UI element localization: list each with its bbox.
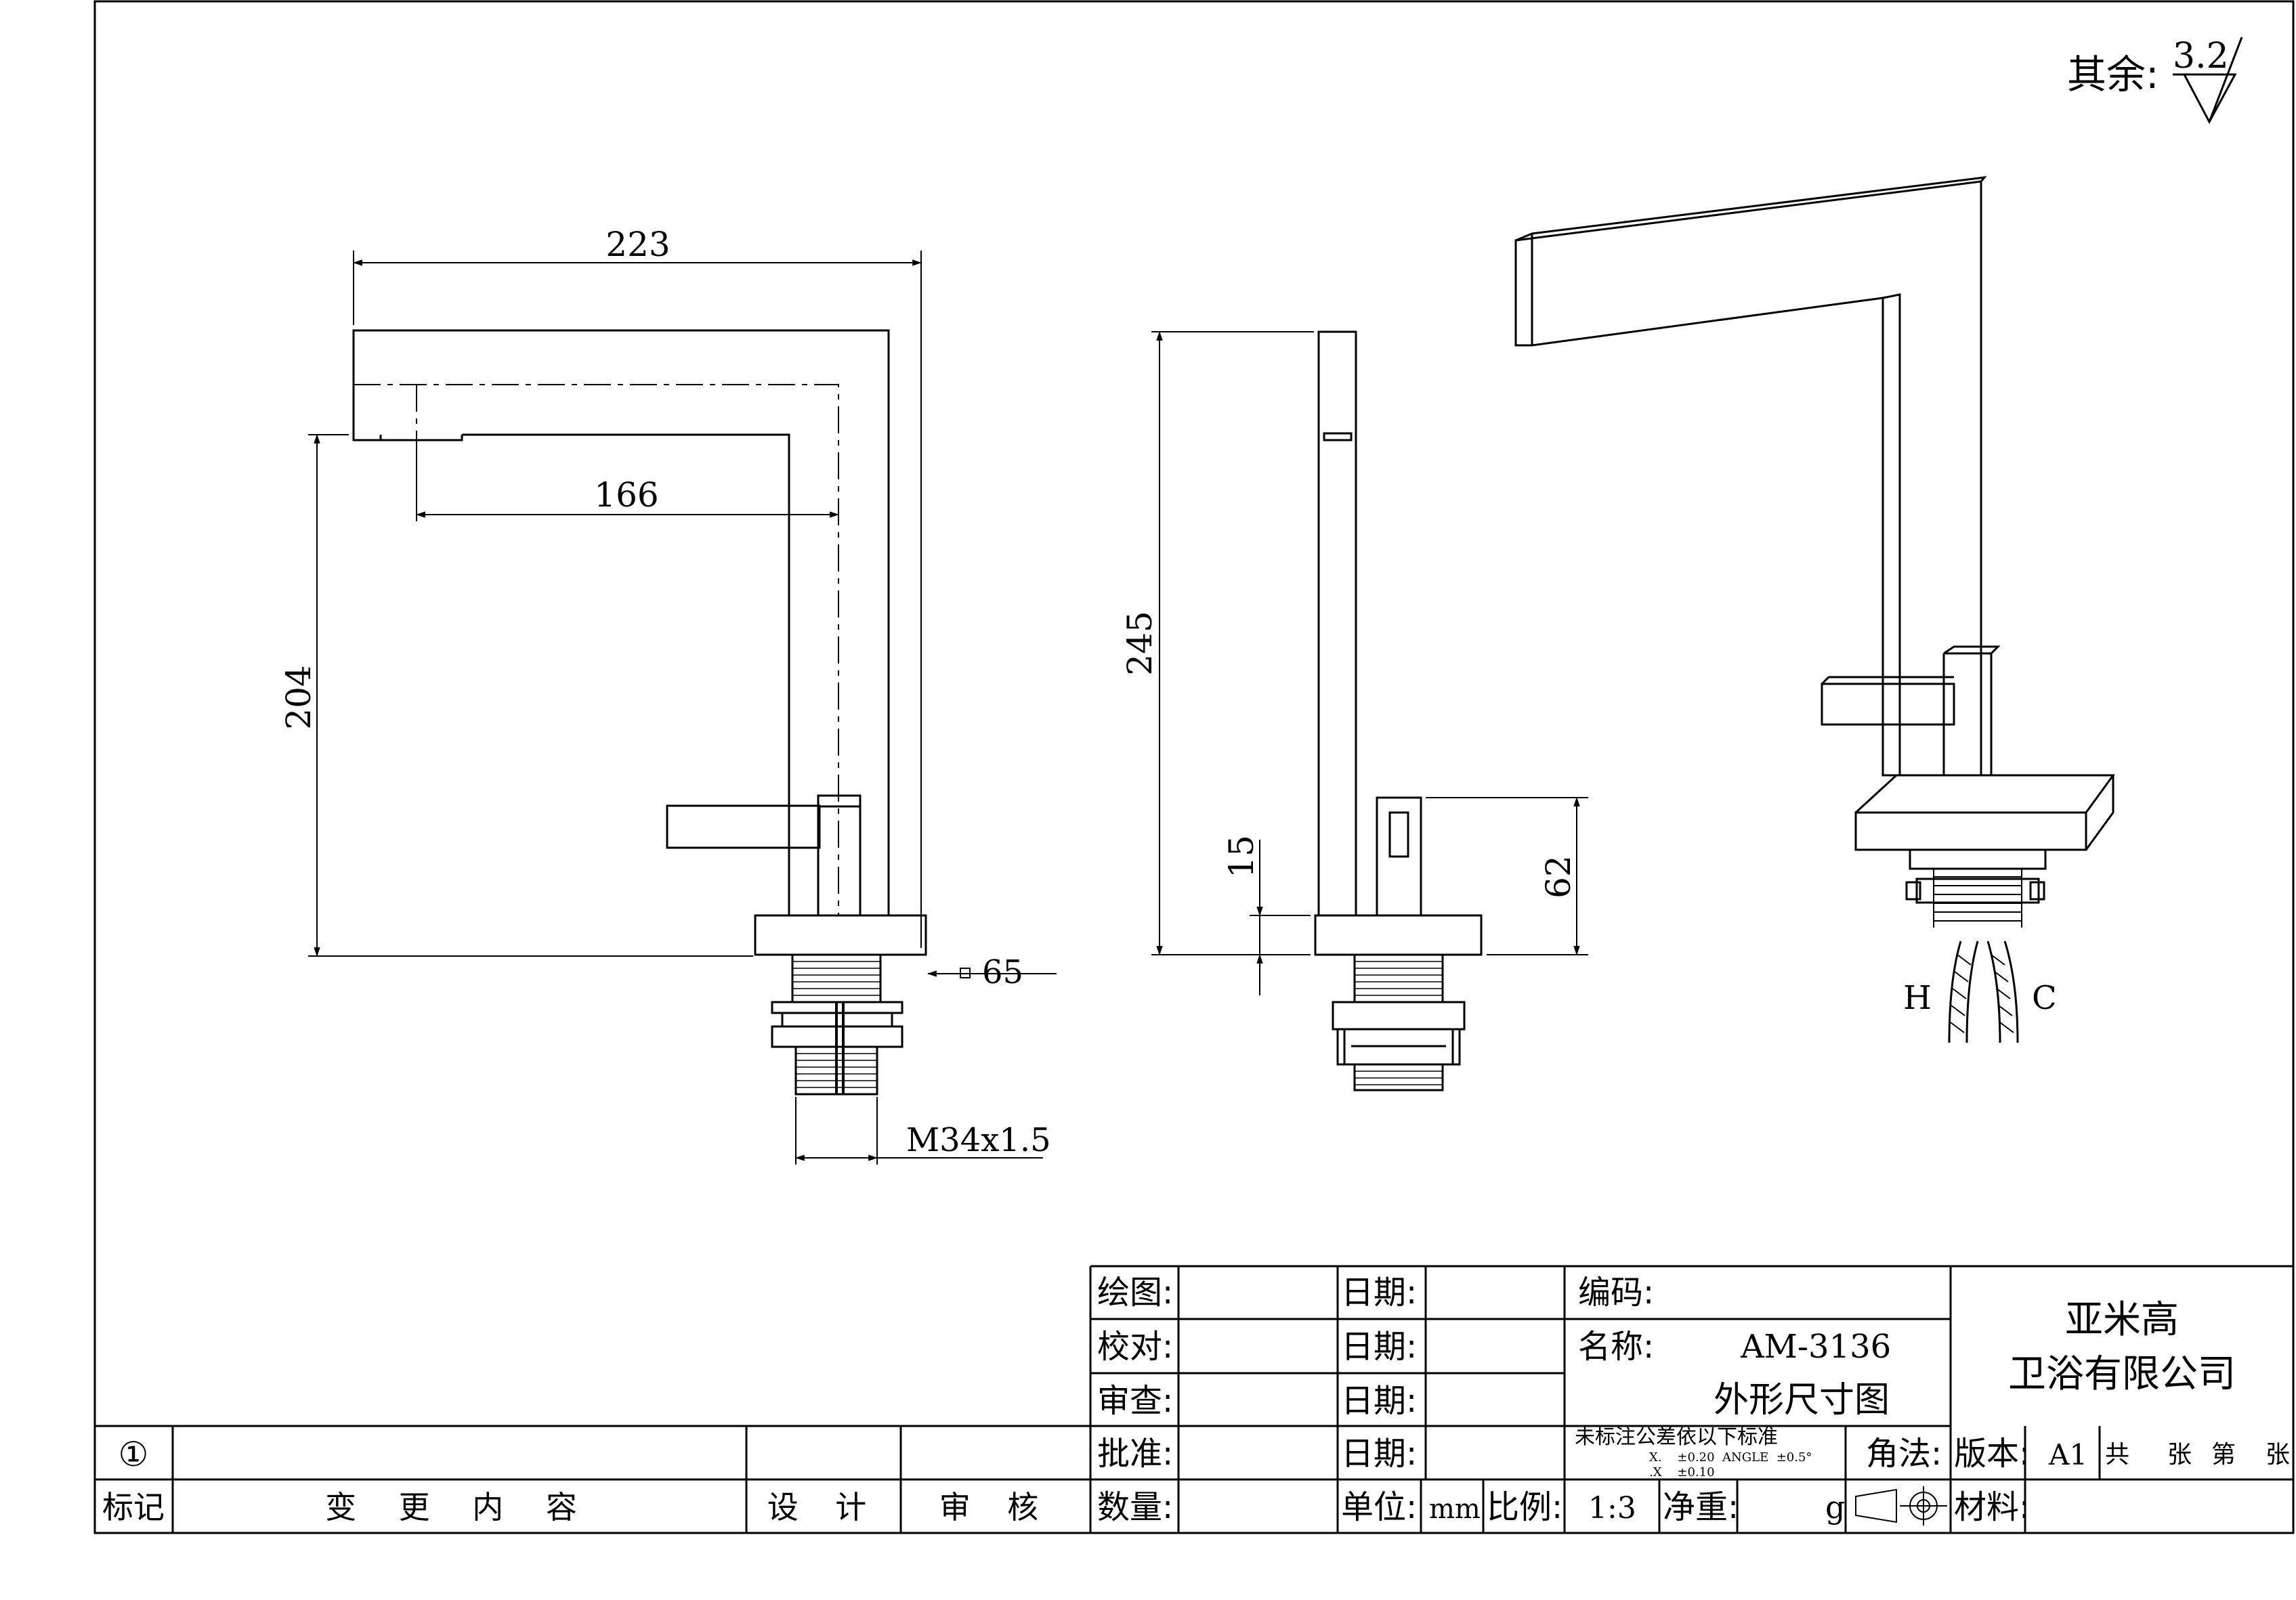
title-block-grid	[95, 1265, 2293, 1533]
side-handle-slot	[1388, 811, 1409, 858]
iso-thread	[1933, 869, 2022, 928]
iso-spout-side	[1882, 293, 1901, 775]
side-thread-lower	[1353, 1063, 1444, 1091]
iso-handle-lever	[1821, 676, 1955, 726]
revision-mark-symbol: ①	[119, 1435, 149, 1474]
iso-base	[1854, 774, 2115, 851]
iso-nut-lower	[1915, 878, 2040, 904]
iso-handle-body	[1942, 645, 2001, 775]
iso-nut-side-right	[2029, 881, 2045, 901]
hose-label-cold: C	[2032, 979, 2057, 1017]
label-version: 版本:	[1954, 1435, 2030, 1473]
iso-spout-top	[1515, 176, 1987, 345]
label-name: 名称:	[1578, 1328, 1654, 1366]
side-base-plate	[1314, 914, 1483, 956]
front-view	[352, 329, 927, 1096]
front-screw	[835, 1002, 845, 1094]
revision-block: ① 标记 变 更 内 容 设 计 审 核	[102, 1435, 1053, 1526]
tolerance-line2: .X ±0.10	[1649, 1465, 1715, 1479]
label-code: 编码:	[1578, 1274, 1654, 1312]
front-handle-lever	[666, 804, 821, 849]
side-spout	[1317, 330, 1357, 917]
value-unit: mm	[1429, 1494, 1481, 1525]
value-weight-unit: g	[1825, 1489, 1845, 1526]
dim-spout-centerline: 166	[594, 475, 658, 515]
dim-thread: M34x1.5	[906, 1121, 1051, 1159]
front-centerline	[354, 384, 839, 915]
label-projection: 角法:	[1866, 1435, 1942, 1473]
label-review: 审查:	[1097, 1382, 1173, 1420]
first-angle-projection-symbol	[1855, 1486, 1947, 1526]
revision-change-header: 变 更 内 容	[325, 1489, 593, 1526]
side-nut	[1332, 1001, 1466, 1031]
label-draw: 绘图:	[1097, 1274, 1173, 1312]
front-thread-lines	[792, 961, 880, 996]
iso-hose-hot-braid	[1950, 954, 1972, 1033]
label-date-4: 日期:	[1341, 1435, 1417, 1473]
label-unit: 单位:	[1341, 1488, 1417, 1526]
side-thread-lines	[1355, 961, 1443, 996]
dim-base-square: 65	[982, 953, 1023, 991]
roughness-value: 3.2	[2173, 36, 2229, 77]
tolerance-line1: X. ±0.20 ANGLE ±0.5°	[1649, 1450, 1812, 1465]
revision-design-header: 设 计	[767, 1489, 880, 1526]
sheet-unit: 张	[2167, 1441, 2192, 1469]
side-bracket-detail	[1343, 1029, 1454, 1064]
label-date-2: 日期:	[1341, 1328, 1417, 1366]
label-check: 校对:	[1097, 1328, 1173, 1366]
value-model: AM-3136	[1740, 1328, 1891, 1366]
iso-spout-face	[1514, 180, 1982, 777]
iso-hose-cold	[1986, 940, 2019, 1043]
front-base-plate	[754, 914, 927, 956]
label-scale: 比例:	[1487, 1488, 1562, 1526]
dim-spout-reach: 223	[605, 225, 670, 264]
value-drawing-title: 外形尺寸图	[1714, 1380, 1890, 1421]
dim-handle-height: 62	[1539, 855, 1578, 899]
side-aerator	[1323, 432, 1353, 441]
iso-hose-hot	[1948, 940, 1979, 1043]
label-date-1: 日期:	[1341, 1274, 1417, 1312]
value-version: A1	[2048, 1438, 2087, 1471]
dim-base-thickness: 15	[1222, 835, 1261, 878]
drawing-border	[93, 0, 2295, 1534]
front-view-dimensions	[308, 251, 1057, 1165]
iso-nut-upper	[1909, 848, 2047, 870]
side-view	[1314, 330, 1483, 1091]
company-name-line2: 卫浴有限公司	[2008, 1352, 2236, 1396]
value-scale: 1:3	[1588, 1491, 1636, 1526]
front-spout-outline	[352, 329, 890, 917]
company-name-line1: 亚米高	[2065, 1298, 2179, 1342]
dim-side-height: 245	[1120, 611, 1160, 675]
revision-mark-header: 标记	[102, 1489, 165, 1526]
sheet-unit-2: 张	[2266, 1441, 2290, 1469]
front-handle-cap	[817, 794, 862, 808]
label-material: 材料:	[1954, 1488, 2030, 1526]
tolerance-title: 未标注公差依以下标准	[1575, 1425, 1778, 1449]
side-view-dimensions	[1151, 330, 1588, 995]
revision-audit-header: 审 核	[939, 1489, 1053, 1526]
sheet-no: 第	[2211, 1441, 2236, 1469]
title-block-text: 绘图: 校对: 审查: 批准: 数量: 日期: 日期: 日期: 日期: 单位: …	[1097, 1274, 2290, 1526]
isometric-view	[1514, 176, 2115, 1043]
side-thread-lines-lower	[1355, 1071, 1443, 1085]
dim-outlet-height: 204	[279, 665, 318, 729]
label-quantity: 数量:	[1097, 1488, 1173, 1526]
sheet-total: 共	[2105, 1441, 2129, 1469]
label-date-3: 日期:	[1341, 1382, 1417, 1420]
label-weight: 净重:	[1663, 1488, 1739, 1526]
hose-label-hot: H	[1903, 979, 1932, 1017]
roughness-prefix: 其余:	[2067, 51, 2159, 98]
roughness-symbol	[2173, 37, 2243, 125]
iso-nut-side-left	[1905, 881, 1921, 901]
surface-roughness-note: 其余: 3.2	[2067, 36, 2243, 125]
label-approve: 批准:	[1097, 1435, 1173, 1473]
iso-hose-cold-braid	[1991, 954, 2014, 1033]
front-aerator	[352, 435, 463, 441]
